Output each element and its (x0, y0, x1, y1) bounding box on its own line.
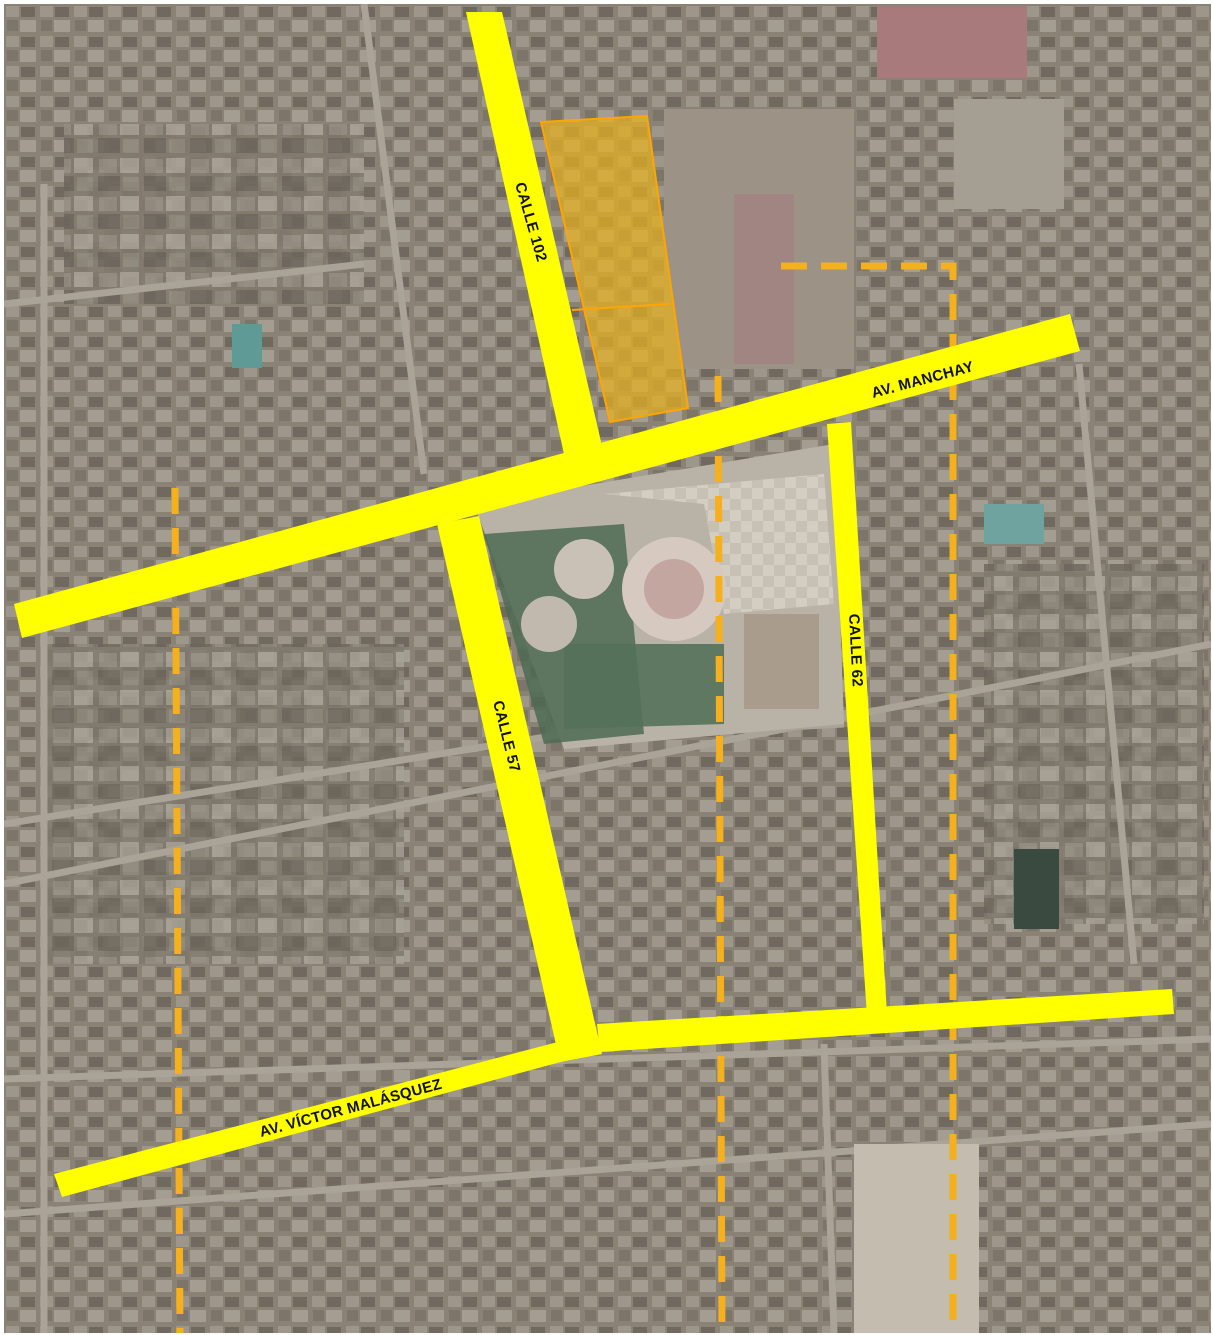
road-calle-102 (466, 12, 602, 454)
road-av-manchay (14, 314, 1080, 638)
terrain-patch-north (64, 124, 364, 304)
map-canvas: CALLE 102 AV. MANCHAY CALLE 57 CALLE 62 … (4, 4, 1211, 1333)
main-roads (14, 12, 1174, 1197)
road-east-segment (597, 989, 1174, 1052)
roofed-building (734, 194, 794, 364)
dashed-boundaries (171, 262, 957, 1333)
highlighted-lot (539, 114, 690, 424)
satellite-map: CALLE 102 AV. MANCHAY CALLE 57 CALLE 62 … (4, 4, 1211, 1333)
sports-field (854, 1144, 979, 1333)
highlighted-lot-divider (571, 303, 671, 311)
road-calle-57 (437, 516, 602, 1062)
sports-court (232, 324, 262, 368)
road-av-victor-malasquez (54, 1032, 605, 1197)
road-calle-62 (827, 422, 887, 1016)
street-label-calle-62: CALLE 62 (845, 613, 866, 687)
sports-court (1014, 849, 1059, 929)
roofed-building (954, 99, 1064, 209)
sports-court (984, 504, 1044, 544)
central-plaza (474, 444, 844, 749)
roofed-building (877, 6, 1027, 78)
terrain-patch-west (44, 644, 404, 964)
minor-streets (4, 4, 1211, 1333)
